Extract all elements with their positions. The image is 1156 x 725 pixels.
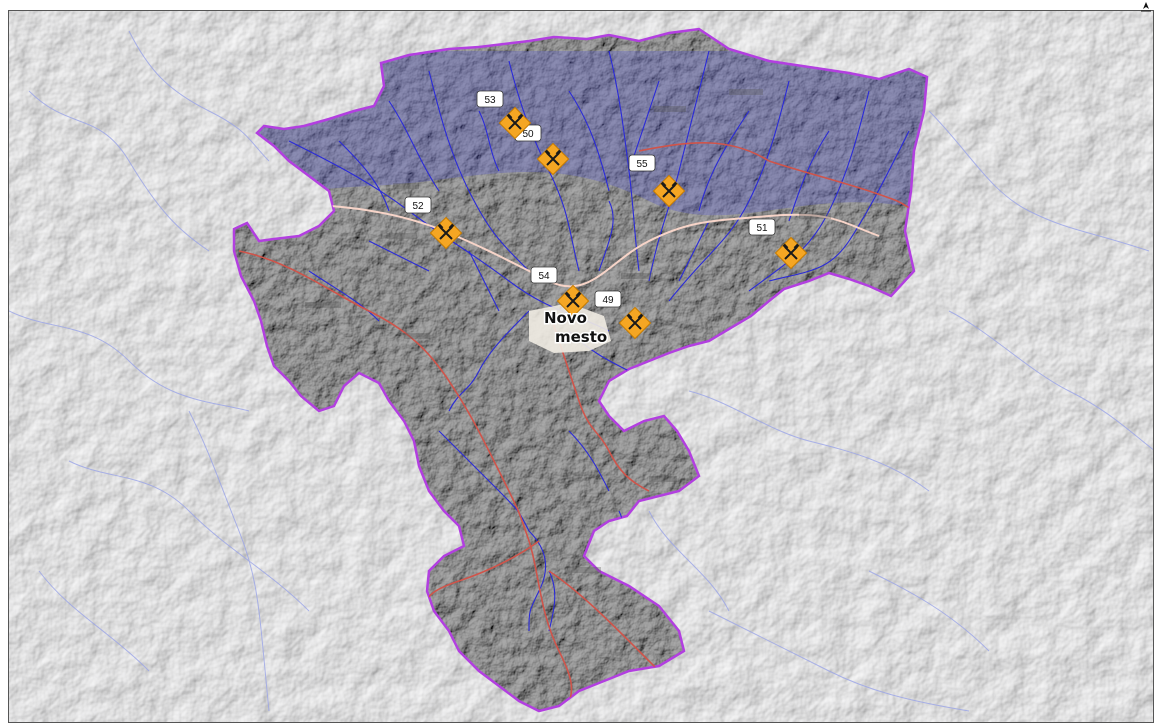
crossed-hammers-icon[interactable] [498,106,532,140]
city-name-line1: Novo [544,309,587,327]
mine-markers [429,106,808,340]
crossed-hammers-icon[interactable] [652,174,686,208]
region-rivers [288,50,910,632]
city-name-line2: mesto [555,328,607,346]
svg-text:50: 50 [522,129,534,140]
svg-text:51: 51 [756,223,768,234]
city-area [529,303,611,353]
map-canvas: 53 50 55 52 51 54 [9,11,1153,722]
settlement-labels [305,89,831,573]
crossed-hammers-icon[interactable] [429,216,463,250]
svg-text:55: 55 [636,159,648,170]
svg-text:53: 53 [484,95,496,106]
north-arrow-icon [1141,2,1151,12]
road-number-55: 55 [628,154,656,172]
highway [330,205,880,288]
crossed-hammers-icon[interactable] [556,284,590,318]
road-number-54: 54 [530,266,558,284]
crossed-hammers-icon[interactable] [536,142,570,176]
road-number-shields: 53 50 55 52 51 54 [404,90,776,308]
map-frame: 53 50 55 52 51 54 [8,10,1154,723]
crossed-hammers-icon[interactable] [618,306,652,340]
crossed-hammers-icon[interactable] [774,236,808,270]
svg-text:54: 54 [538,271,550,282]
svg-text:52: 52 [412,201,424,212]
background-rivers [9,30,1153,712]
road-number-49: 49 [594,290,622,308]
road-number-53: 53 [476,90,504,108]
road-number-51: 51 [748,218,776,236]
road-number-52: 52 [404,196,432,214]
svg-text:49: 49 [602,295,614,306]
